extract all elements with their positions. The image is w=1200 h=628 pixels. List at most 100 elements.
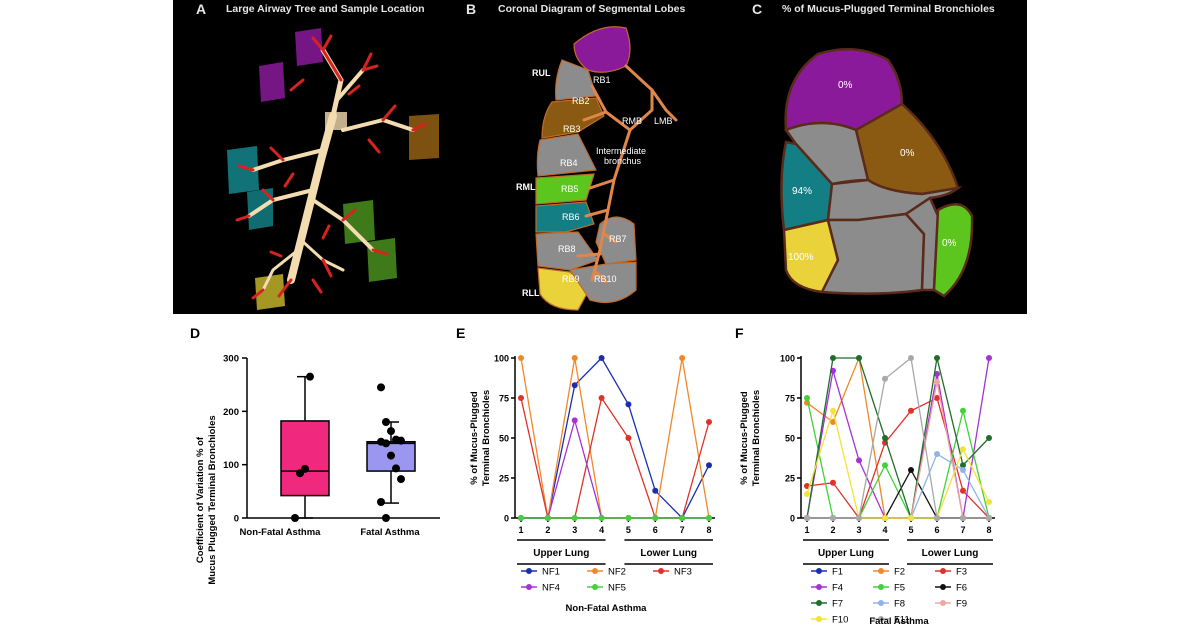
series-point-f10	[882, 515, 888, 521]
chart-d-ylabel-1: Coefficient of Variation % of	[195, 436, 206, 563]
legend-label-f5: F5	[894, 583, 905, 594]
chart-d-category-nonfatal: Non-Fatal Asthma	[240, 527, 322, 538]
series-point-f7	[960, 462, 966, 469]
chart-d-ytick-label: 300	[223, 354, 239, 365]
series-point-f11	[830, 515, 836, 521]
panel-letter-c: C	[752, 1, 763, 17]
series-line-f7	[806, 357, 990, 519]
segment-rb1	[573, 26, 631, 73]
chart-e-line: % of Mucus-Plugged Terminal Bronchioles …	[469, 354, 715, 614]
legend-marker-nf2	[592, 568, 598, 574]
series-point-nf5	[625, 515, 632, 521]
e-ytick-label: 100	[494, 354, 509, 364]
mucus-plug-lung-map: 0% 0% 94% 100% 0%	[780, 48, 974, 298]
segment-label-rb8: RB8	[558, 244, 576, 254]
series-point-f10	[960, 446, 966, 453]
legend-label-f6: F6	[956, 583, 967, 594]
e-xtick-label: 5	[626, 525, 631, 535]
legend-label-nf3: NF3	[674, 567, 692, 578]
legend-label-nf4: NF4	[542, 583, 560, 594]
segment-label-rb7: RB7	[609, 234, 627, 244]
group-label-upper-lung: Upper Lung	[818, 548, 874, 559]
chart-d-axis	[246, 358, 440, 519]
chart-e-ylabel-2: Terminal Bronchioles	[481, 390, 492, 486]
sample-cylinder-yellow	[255, 274, 285, 310]
box-data-point	[377, 498, 385, 506]
legend-label-f11: F11	[894, 615, 910, 626]
chart-e-legend-title: Non-Fatal Asthma	[566, 603, 648, 614]
panel-letter-e: E	[456, 325, 466, 341]
box-data-point	[382, 514, 390, 522]
series-point-f3	[960, 487, 966, 494]
segment-rb8	[535, 231, 599, 271]
series-point-nf1	[706, 462, 712, 469]
legend-marker-nf1	[526, 568, 532, 574]
series-line-f3	[806, 397, 990, 520]
airway-label-rmb: RMB	[622, 116, 642, 126]
lobe-label-rll: RLL	[522, 288, 540, 298]
panel-letter-d: D	[190, 325, 201, 341]
series-point-nf5	[544, 515, 551, 521]
series-point-f7	[856, 355, 862, 361]
series-point-f11	[882, 375, 888, 382]
series-point-f4	[934, 371, 940, 377]
series-line-nf1	[521, 356, 710, 520]
series-point-nf1	[598, 355, 605, 361]
legend-label-f9: F9	[956, 599, 967, 610]
series-point-f9	[934, 379, 940, 385]
airway-label-intermediate-1: Intermediate	[596, 146, 646, 156]
segment-rb4	[536, 133, 597, 177]
segment-label-rb4: RB4	[560, 158, 578, 168]
series-line-f10	[806, 408, 990, 519]
series-point-f7	[830, 355, 836, 361]
chart-f-line: % of Mucus-Plugged Terminal Bronchioles …	[739, 354, 995, 627]
f-xtick-label: 8	[986, 525, 991, 535]
series-point-nf2	[571, 355, 578, 361]
legend-marker-nf5	[592, 584, 598, 590]
legend-marker-f9	[940, 600, 946, 606]
legend-label-nf5: NF5	[608, 583, 626, 594]
series-point-f11	[908, 355, 914, 361]
legend-marker-f2	[878, 568, 884, 574]
series-point-f5	[960, 407, 966, 414]
airway-label-intermediate-2: bronchus	[604, 156, 642, 166]
series-point-f4	[856, 457, 862, 464]
airway-branches	[235, 34, 427, 300]
series-point-f11	[986, 515, 992, 521]
series-point-f11	[934, 515, 940, 521]
legend-marker-f7	[816, 600, 822, 606]
chart-d-ytick-label: 0	[234, 514, 239, 525]
f-ytick-label: 0	[790, 514, 795, 524]
legend-marker-nf3	[658, 568, 664, 574]
series-line-f11	[807, 356, 989, 519]
segment-label-rb5: RB5	[561, 184, 579, 194]
legend-label-f3: F3	[956, 567, 967, 578]
chart-f-legend-title: Fatal Asthma	[869, 616, 929, 627]
box-body	[366, 440, 416, 472]
airway-tree-illustration	[227, 28, 439, 310]
chart-d-points	[291, 372, 405, 522]
series-point-nf3	[518, 395, 524, 401]
region-gray-3	[820, 212, 926, 295]
legend-label-f8: F8	[894, 599, 905, 610]
f-xtick-label: 6	[934, 525, 939, 535]
sample-cylinder-purple-1	[295, 28, 323, 66]
segment-rb10	[568, 261, 637, 303]
airway-label-lmb: LMB	[654, 116, 673, 126]
legend-label-f2: F2	[894, 567, 905, 578]
series-point-nf4	[571, 417, 578, 424]
legend-label-f7: F7	[832, 599, 843, 610]
e-ytick-label: 50	[499, 434, 509, 444]
chart-d-boxes	[280, 375, 416, 519]
panel-letter-b: B	[466, 1, 477, 17]
region-value-brown: 0%	[900, 148, 915, 159]
box-data-point	[382, 439, 390, 448]
box-data-point	[301, 464, 309, 473]
e-xtick-label: 1	[518, 525, 523, 535]
series-point-f3	[908, 407, 914, 414]
e-xtick-label: 8	[706, 525, 711, 535]
group-label-lower-lung: Lower Lung	[640, 548, 697, 559]
